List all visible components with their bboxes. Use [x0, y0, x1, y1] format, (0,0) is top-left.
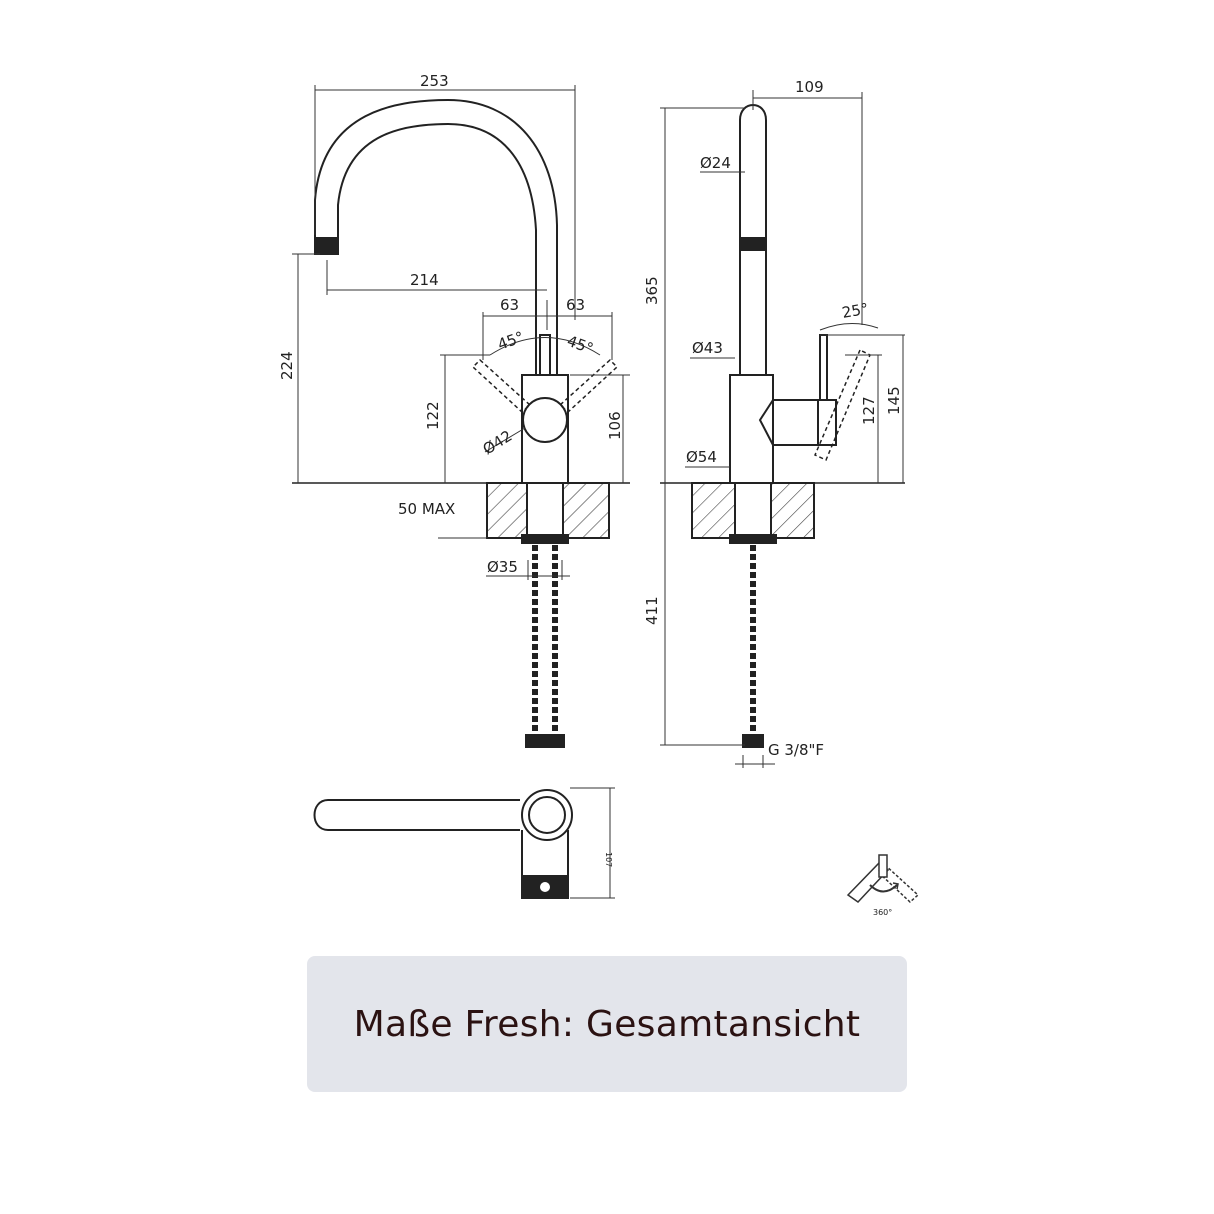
- dim-tube-diameter: Ø24: [700, 154, 731, 172]
- dim-body-height-left: 122: [424, 401, 442, 430]
- side-view: [660, 104, 905, 748]
- dim-width-total: 253: [420, 72, 449, 90]
- dim-lever-total-height: 145: [885, 386, 903, 415]
- side-dimension-lines: [660, 90, 905, 768]
- top-dimension-lines: [570, 787, 615, 899]
- dim-spout-offset: 109: [795, 78, 824, 96]
- dim-angle-left: 45°: [495, 328, 526, 354]
- front-view: [292, 98, 630, 748]
- front-dimension-lines: [292, 85, 630, 580]
- rotation-label: 360°: [873, 908, 892, 917]
- dim-upper-diameter: Ø43: [692, 339, 723, 357]
- dim-total-height: 365: [643, 276, 661, 305]
- dim-height-spout: 224: [278, 351, 296, 380]
- front-dimension-texts: 253 214 224 63 63 45° 45° 122 106 Ø42 50…: [278, 72, 624, 576]
- dim-counter-thickness: 50 MAX: [398, 500, 455, 518]
- dim-hose-length: 411: [643, 596, 661, 625]
- dim-offset-left: 63: [500, 296, 519, 314]
- dim-connection: G 3/8"F: [768, 741, 824, 759]
- caption-box: Maße Fresh: Gesamtansicht: [307, 956, 907, 1092]
- dim-angle: 25°: [841, 300, 870, 322]
- top-view: [313, 789, 573, 899]
- dim-angle-right: 45°: [565, 332, 596, 358]
- dim-body-height-right: 106: [606, 411, 624, 440]
- rotation-360-icon: [846, 854, 920, 904]
- dim-top-depth: 107: [604, 852, 613, 867]
- caption-text: Maße Fresh: Gesamtansicht: [353, 1003, 861, 1045]
- dim-base-diameter: Ø54: [686, 448, 717, 466]
- dim-body-diameter: Ø42: [480, 427, 516, 459]
- dim-offset-right: 63: [566, 296, 585, 314]
- side-dimension-texts: 109 Ø24 365 25° Ø43 127 145 Ø54 411 G 3/…: [643, 78, 903, 759]
- dim-spout-reach: 214: [410, 271, 439, 289]
- dim-shank-diameter: Ø35: [487, 558, 518, 576]
- dim-lever-height: 127: [860, 396, 878, 425]
